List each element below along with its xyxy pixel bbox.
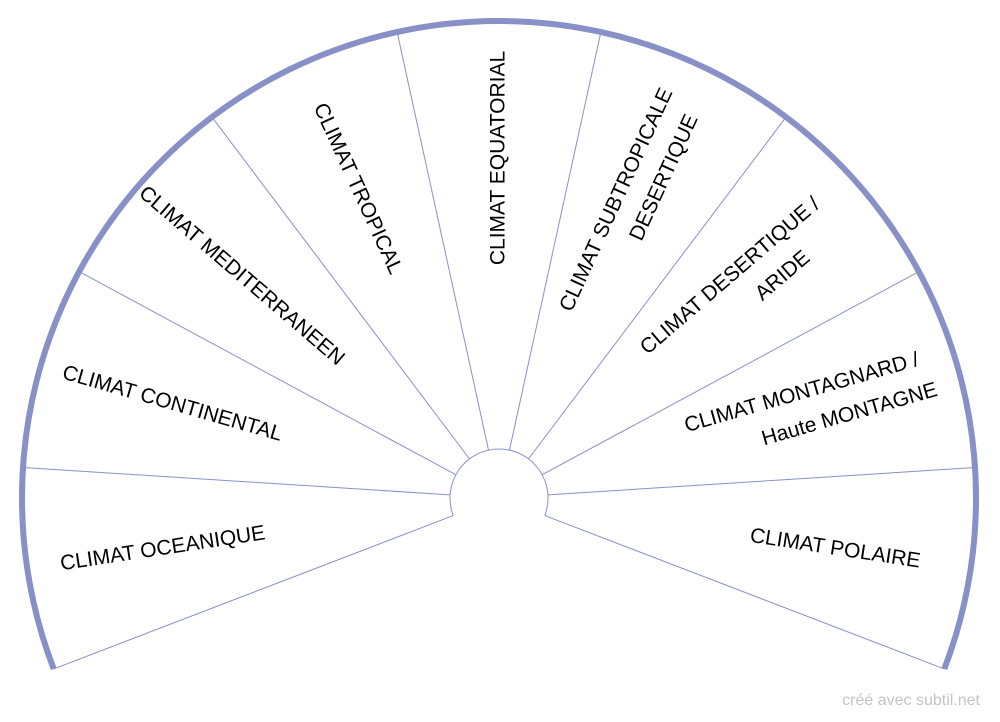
footer-credit: créé avec subtil.net xyxy=(842,692,980,709)
sector-divider xyxy=(78,271,457,476)
sector-label-group: CLIMAT EQUATORIAL xyxy=(487,51,510,265)
sector-label-group: CLIMAT CONTINENTAL xyxy=(60,361,285,446)
sector-label: CLIMAT TROPICAL xyxy=(309,100,407,278)
sector-label: CLIMAT POLAIRE xyxy=(749,524,922,573)
sector-label-group: CLIMAT MEDITERRANEEN xyxy=(135,181,349,370)
sector-divider xyxy=(53,515,454,670)
sector-label-group: CLIMAT POLAIRE xyxy=(749,524,922,573)
sector-label: CLIMAT MEDITERRANEEN xyxy=(135,181,349,370)
sector-divider xyxy=(547,466,976,496)
sector-divider xyxy=(541,271,920,476)
sector-dividers xyxy=(22,31,976,670)
sector-label-group: CLIMAT DESERTIQUE /ARIDE xyxy=(636,193,825,360)
sector-divider xyxy=(396,31,490,451)
sector-divider xyxy=(211,116,470,460)
sector-label: CLIMAT CONTINENTAL xyxy=(60,361,285,446)
sector-label: CLIMAT OCEANIQUE xyxy=(59,521,267,575)
sector-divider xyxy=(22,466,451,496)
sector-divider xyxy=(544,515,945,670)
inner-hub-arc xyxy=(449,448,549,516)
sector-label-group: CLIMAT TROPICAL xyxy=(309,100,407,278)
outer-arc xyxy=(19,18,979,671)
sector-label-group: CLIMAT OCEANIQUE xyxy=(59,521,267,575)
sector-label-group: CLIMAT MONTAGNARD /Haute MONTAGNE xyxy=(682,348,940,450)
sector-label: CLIMAT EQUATORIAL xyxy=(487,51,510,265)
sector-divider xyxy=(528,116,787,460)
sector-divider xyxy=(508,31,602,451)
